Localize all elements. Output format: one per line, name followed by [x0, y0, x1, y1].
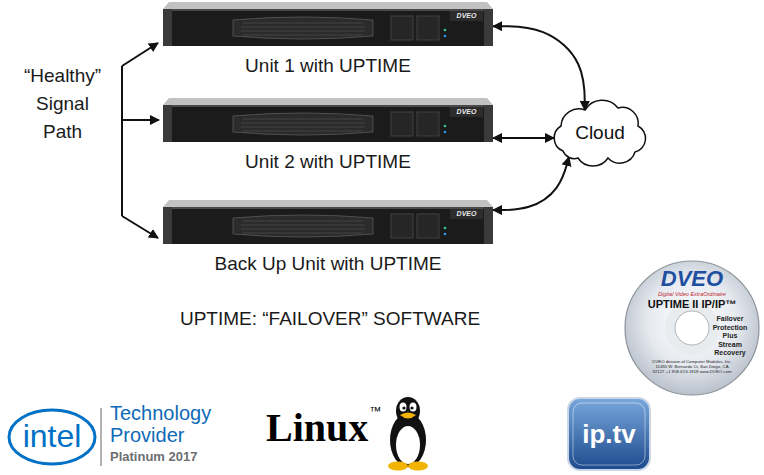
status-led — [444, 125, 447, 128]
partner-label: Technology Provider — [110, 402, 230, 446]
status-led — [444, 227, 447, 230]
rack-unit: DVEOUnit 2 with UPTIME — [163, 98, 493, 142]
intel-wordmark: intel — [20, 418, 84, 454]
connector-arrow — [493, 137, 554, 139]
bus-line — [121, 66, 123, 216]
brand-mark: DVEO — [450, 108, 483, 116]
signal-path-label: “Healthy” Signal Path — [15, 62, 110, 146]
drive-bay — [417, 16, 439, 40]
caption-label: UPTIME: “FAILOVER” SOFTWARE — [130, 308, 530, 330]
disc-surface — [625, 261, 759, 395]
rack-top-panel — [163, 98, 493, 105]
bus-branch-arrow — [122, 43, 158, 66]
status-led — [444, 29, 447, 32]
cd-tagline: Digital Video ExtraOrdinaire — [642, 291, 742, 297]
tile-background — [568, 398, 650, 470]
grill-slot — [241, 31, 365, 32]
rack-grill — [233, 113, 373, 135]
grill-slot — [243, 23, 363, 24]
unit-label: Unit 2 with UPTIME — [163, 151, 493, 173]
rack-highlight — [172, 9, 484, 11]
bus-branch-arrow — [122, 119, 159, 121]
penguin-pupil — [410, 406, 413, 409]
software-cd: DVEODigital Video ExtraOrdinaireUPTIME I… — [624, 260, 760, 396]
rack-outline — [163, 2, 493, 46]
rack-highlight — [172, 105, 484, 107]
drive-bay — [417, 214, 439, 238]
cloud-label: Cloud — [553, 122, 647, 144]
rack-unit: DVEOUnit 1 with UPTIME — [163, 2, 493, 46]
logo-text: ip.tv — [567, 419, 651, 449]
rack-outline — [163, 98, 493, 142]
linux-wordmark: Linux — [266, 406, 376, 450]
cd-address: DVEO division of Computer Modules, Inc. … — [652, 359, 732, 375]
drive-bay — [391, 112, 413, 136]
status-led — [444, 35, 447, 38]
grill-slot — [243, 119, 363, 120]
tux-penguin — [388, 397, 428, 471]
rack-front-panel — [163, 105, 493, 142]
grill-slot — [241, 229, 365, 230]
trademark-sign: ™ — [369, 404, 383, 418]
rack-front-panel — [163, 9, 493, 46]
rack-ear — [484, 207, 493, 244]
penguin-foot — [388, 462, 408, 471]
rack-ear — [484, 9, 493, 46]
penguin-eye — [400, 403, 407, 412]
drive-bay — [391, 16, 413, 40]
rack-ear — [484, 105, 493, 142]
rack-top-panel — [163, 2, 493, 9]
logo-plate — [450, 209, 483, 219]
intel-swoosh — [9, 410, 95, 464]
rack-top-panel — [163, 200, 493, 207]
rack-highlight — [172, 207, 484, 209]
cd-brand: DVEO — [642, 267, 742, 291]
drive-bay — [391, 214, 413, 238]
rack-ear — [163, 105, 172, 142]
disc-hole — [675, 311, 709, 345]
brand-mark: DVEO — [450, 12, 483, 20]
connector-arrow — [493, 26, 585, 110]
cloud-shape: Cloud — [543, 96, 653, 166]
logo-plate — [450, 107, 483, 117]
grill-slot — [243, 35, 363, 36]
cd-feature-list: Failover Protection Plus Stream Recovery — [712, 315, 748, 358]
intel-logo — [9, 408, 101, 466]
bus-branch-arrow — [122, 216, 158, 238]
signal-path-bus — [122, 43, 159, 238]
grill-slot — [243, 221, 363, 222]
rack-outline — [163, 200, 493, 244]
connector-arrow — [493, 157, 569, 210]
penguin-pupil — [402, 406, 405, 409]
penguin-foot — [408, 462, 428, 471]
penguin-beak — [400, 413, 416, 419]
penguin-head — [396, 397, 420, 425]
unit-label: Back Up Unit with UPTIME — [163, 253, 493, 275]
rack-ear — [163, 207, 172, 244]
cd-product-name: UPTIME II IP/IP™ — [634, 298, 750, 311]
grill-slot — [243, 233, 363, 234]
logo-divider — [100, 408, 102, 466]
status-led — [444, 233, 447, 236]
unit-label: Unit 1 with UPTIME — [163, 55, 493, 77]
partner-level: Platinum 2017 — [110, 449, 250, 465]
iptv-logo: ip.tv — [567, 397, 651, 471]
logo-plate — [450, 11, 483, 21]
status-led — [444, 131, 447, 134]
rack-grill — [233, 215, 373, 237]
penguin-belly — [396, 426, 420, 464]
grill-slot — [243, 131, 363, 132]
grill-slot — [241, 27, 365, 28]
drive-bay — [417, 112, 439, 136]
rack-ear — [163, 9, 172, 46]
penguin-eye — [410, 403, 417, 412]
rack-front-panel — [163, 207, 493, 244]
grill-slot — [241, 225, 365, 226]
rack-unit: DVEOBack Up Unit with UPTIME — [163, 200, 493, 244]
grill-slot — [241, 127, 365, 128]
grill-slot — [241, 123, 365, 124]
rack-grill — [233, 17, 373, 39]
brand-mark: DVEO — [450, 210, 483, 218]
